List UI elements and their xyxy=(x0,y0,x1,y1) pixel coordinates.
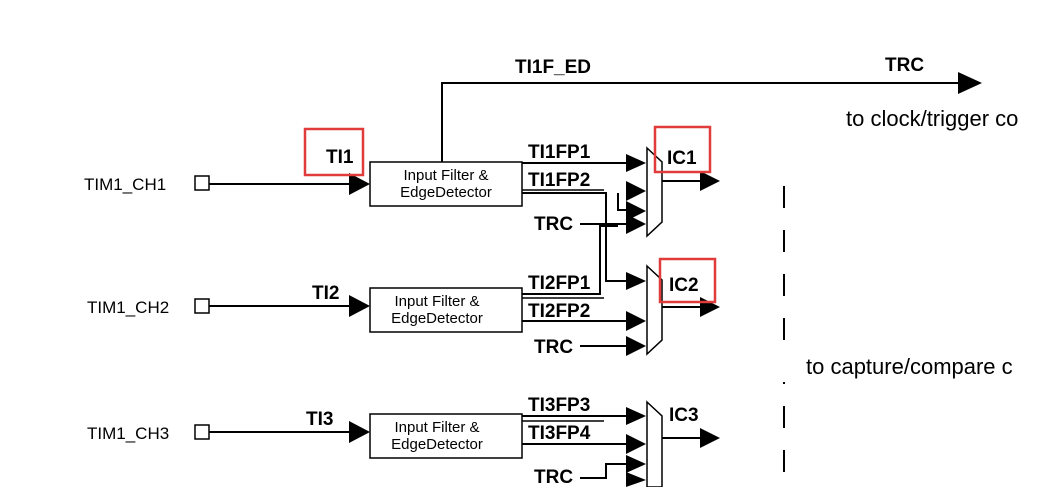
ti3fp3-arrow xyxy=(626,407,646,425)
ti2-label: TI2 xyxy=(312,283,339,304)
trc2-arrow xyxy=(626,336,646,356)
mux3 xyxy=(646,400,663,487)
ic3-arrow xyxy=(700,428,720,448)
trc3-arrow xyxy=(626,455,646,473)
capture-compare-note: to capture/compare c xyxy=(806,354,1013,379)
mux1-in2-wire xyxy=(617,193,628,211)
pin-ch3-label: TIM1_CH3 xyxy=(87,424,169,443)
trc-top-label: TRC xyxy=(885,55,924,76)
trc3b-arrow xyxy=(626,472,646,487)
ch2-filter-line2: EdgeDetector xyxy=(391,310,483,327)
mux2 xyxy=(646,264,663,356)
ti1-arrow xyxy=(349,173,370,195)
trc2-label: TRC xyxy=(534,337,573,358)
ch3-filter-line1: Input Filter & xyxy=(394,419,479,436)
ti3fp4-arrow xyxy=(626,434,646,454)
ch2-pin-square xyxy=(194,298,210,314)
ti1fp1-arrow xyxy=(626,154,646,172)
mux1 xyxy=(646,146,663,238)
ic3-label: IC3 xyxy=(669,405,699,426)
ti1fp2-wire xyxy=(522,192,626,282)
clock-trigger-note: to clock/trigger co xyxy=(846,106,1018,131)
trc3-label: TRC xyxy=(534,467,573,487)
trc3-wire xyxy=(580,463,628,479)
ti1f-ed-label: TI1F_ED xyxy=(515,57,591,78)
ic1-arrow xyxy=(700,171,720,191)
ch1-filter-line2: EdgeDetector xyxy=(400,184,492,201)
ti1fp2-label: TI1FP2 xyxy=(528,170,590,191)
ch1-input-filter-block xyxy=(369,161,523,207)
ti1fp1-label: TI1FP1 xyxy=(528,142,591,163)
ic1-label: IC1 xyxy=(667,148,697,169)
separator-gap xyxy=(776,352,792,382)
trc1-arrow xyxy=(626,214,646,234)
mux1-in2b-arrow xyxy=(626,201,646,221)
trc1-label: TRC xyxy=(534,214,573,235)
ti2fp1-label: TI2FP1 xyxy=(528,273,591,294)
ch2-input-filter-block xyxy=(369,287,523,333)
ch2-filter-line1: Input Filter & xyxy=(394,293,479,310)
ti3fp3-label: TI3FP3 xyxy=(528,395,590,416)
ti3-arrow xyxy=(349,421,370,443)
ti1-highlight-box xyxy=(303,127,365,177)
trc-top-path xyxy=(441,72,982,184)
pin-ch2-label: TIM1_CH2 xyxy=(87,298,169,317)
mux1-in2-arrow xyxy=(626,181,646,201)
ti2fp1-arrow xyxy=(626,272,646,290)
pin-ch1-label: TIM1_CH1 xyxy=(84,175,166,194)
ti1-label: TI1 xyxy=(326,147,354,168)
ti2-arrow xyxy=(349,295,370,317)
ch1-pin-square xyxy=(194,175,210,191)
ti2fp1-wire xyxy=(522,225,618,295)
ti2fp2-label: TI2FP2 xyxy=(528,301,590,322)
ch1-filter-line1: Input Filter & xyxy=(403,167,488,184)
ic2-arrow xyxy=(700,297,720,317)
ic2-label: IC2 xyxy=(669,275,699,296)
ti2fp2-arrow xyxy=(626,311,646,331)
ti3fp4-label: TI3FP4 xyxy=(528,423,591,444)
ic1-highlight-box xyxy=(653,125,712,174)
ch3-input-filter-block xyxy=(369,413,523,459)
ic2-highlight-box xyxy=(658,257,717,304)
ch3-filter-line2: EdgeDetector xyxy=(391,436,483,453)
ti3-label: TI3 xyxy=(306,409,333,430)
ch3-pin-square xyxy=(194,424,210,440)
